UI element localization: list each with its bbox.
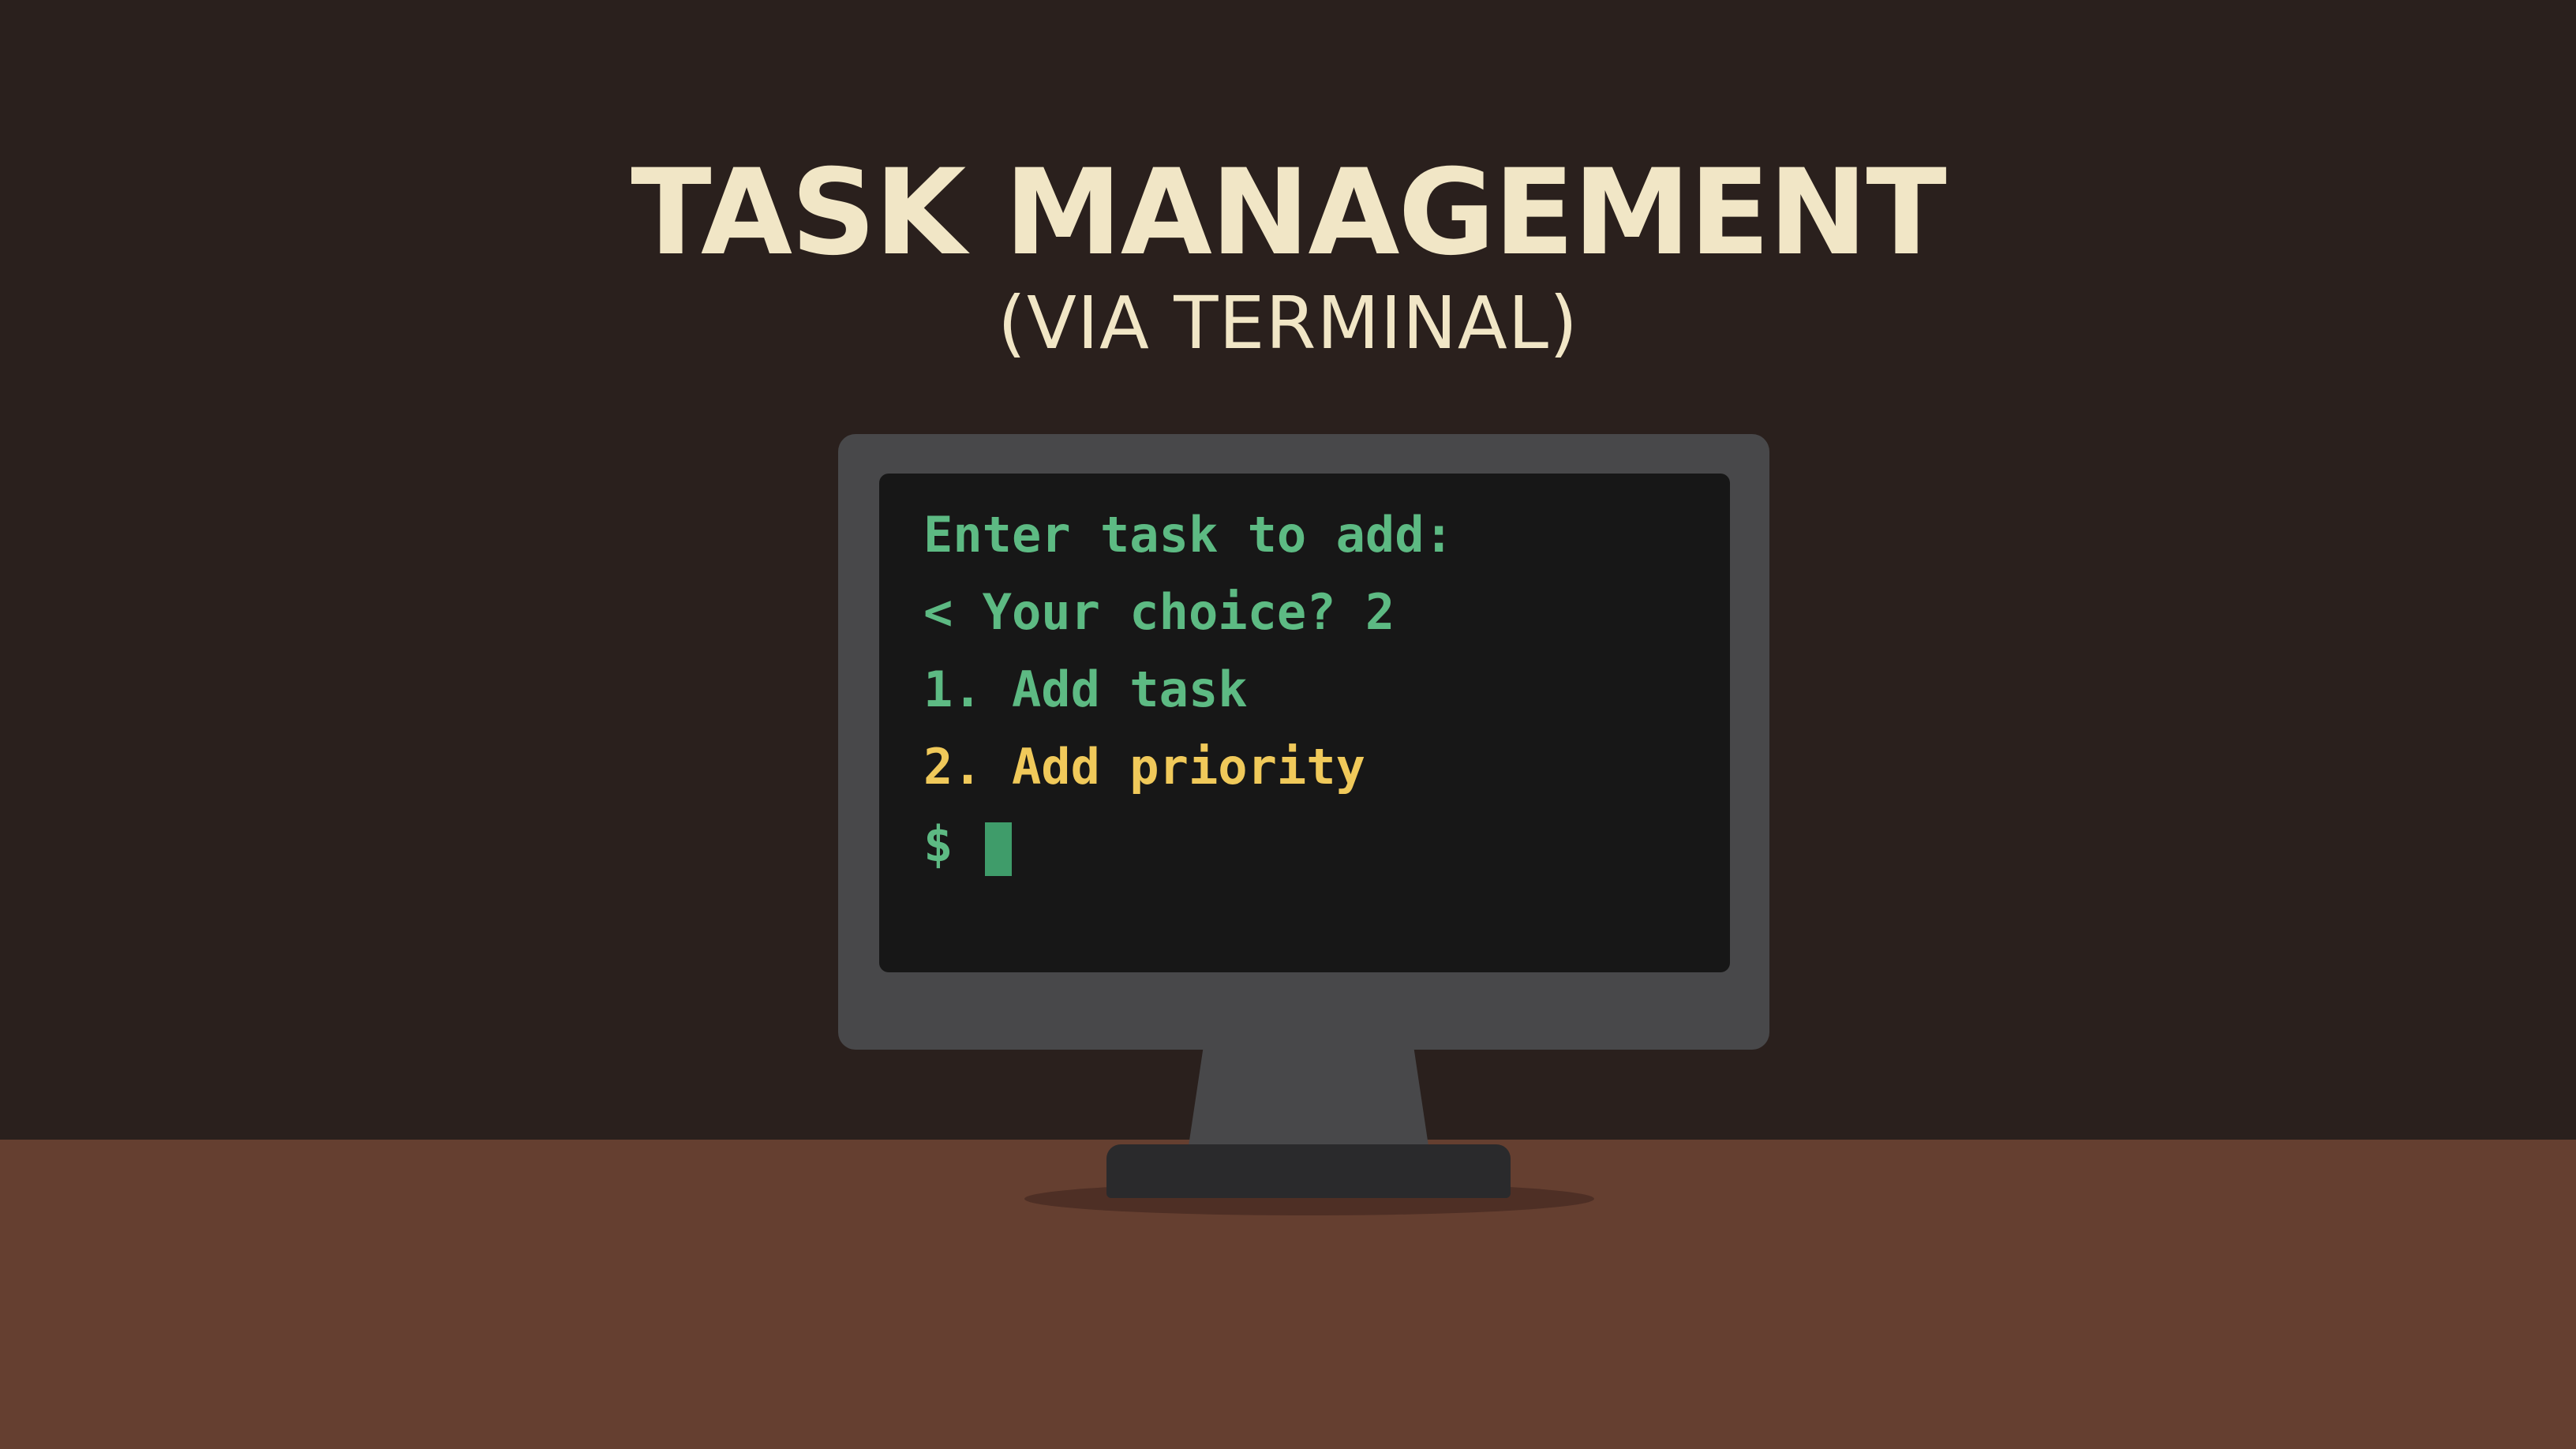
page-title: TASK MANAGEMENT <box>631 144 1946 282</box>
page-subtitle: (VIA TERMINAL) <box>998 281 1578 365</box>
monitor-neck <box>1189 1050 1428 1146</box>
block-cursor-icon[interactable] <box>985 822 1012 876</box>
terminal-line-prompt-task: Enter task to add: <box>923 506 1454 564</box>
terminal-shell-prompt: $ <box>923 815 953 873</box>
monitor-base <box>1106 1144 1511 1198</box>
terminal-menu-item-add-task: 1. Add task <box>923 661 1248 718</box>
terminal-menu-item-add-priority: 2. Add priority <box>923 738 1365 796</box>
terminal-screen[interactable]: Enter task to add: < Your choice? 2 1. A… <box>879 474 1730 972</box>
terminal-line-choice: < Your choice? 2 <box>923 583 1395 641</box>
